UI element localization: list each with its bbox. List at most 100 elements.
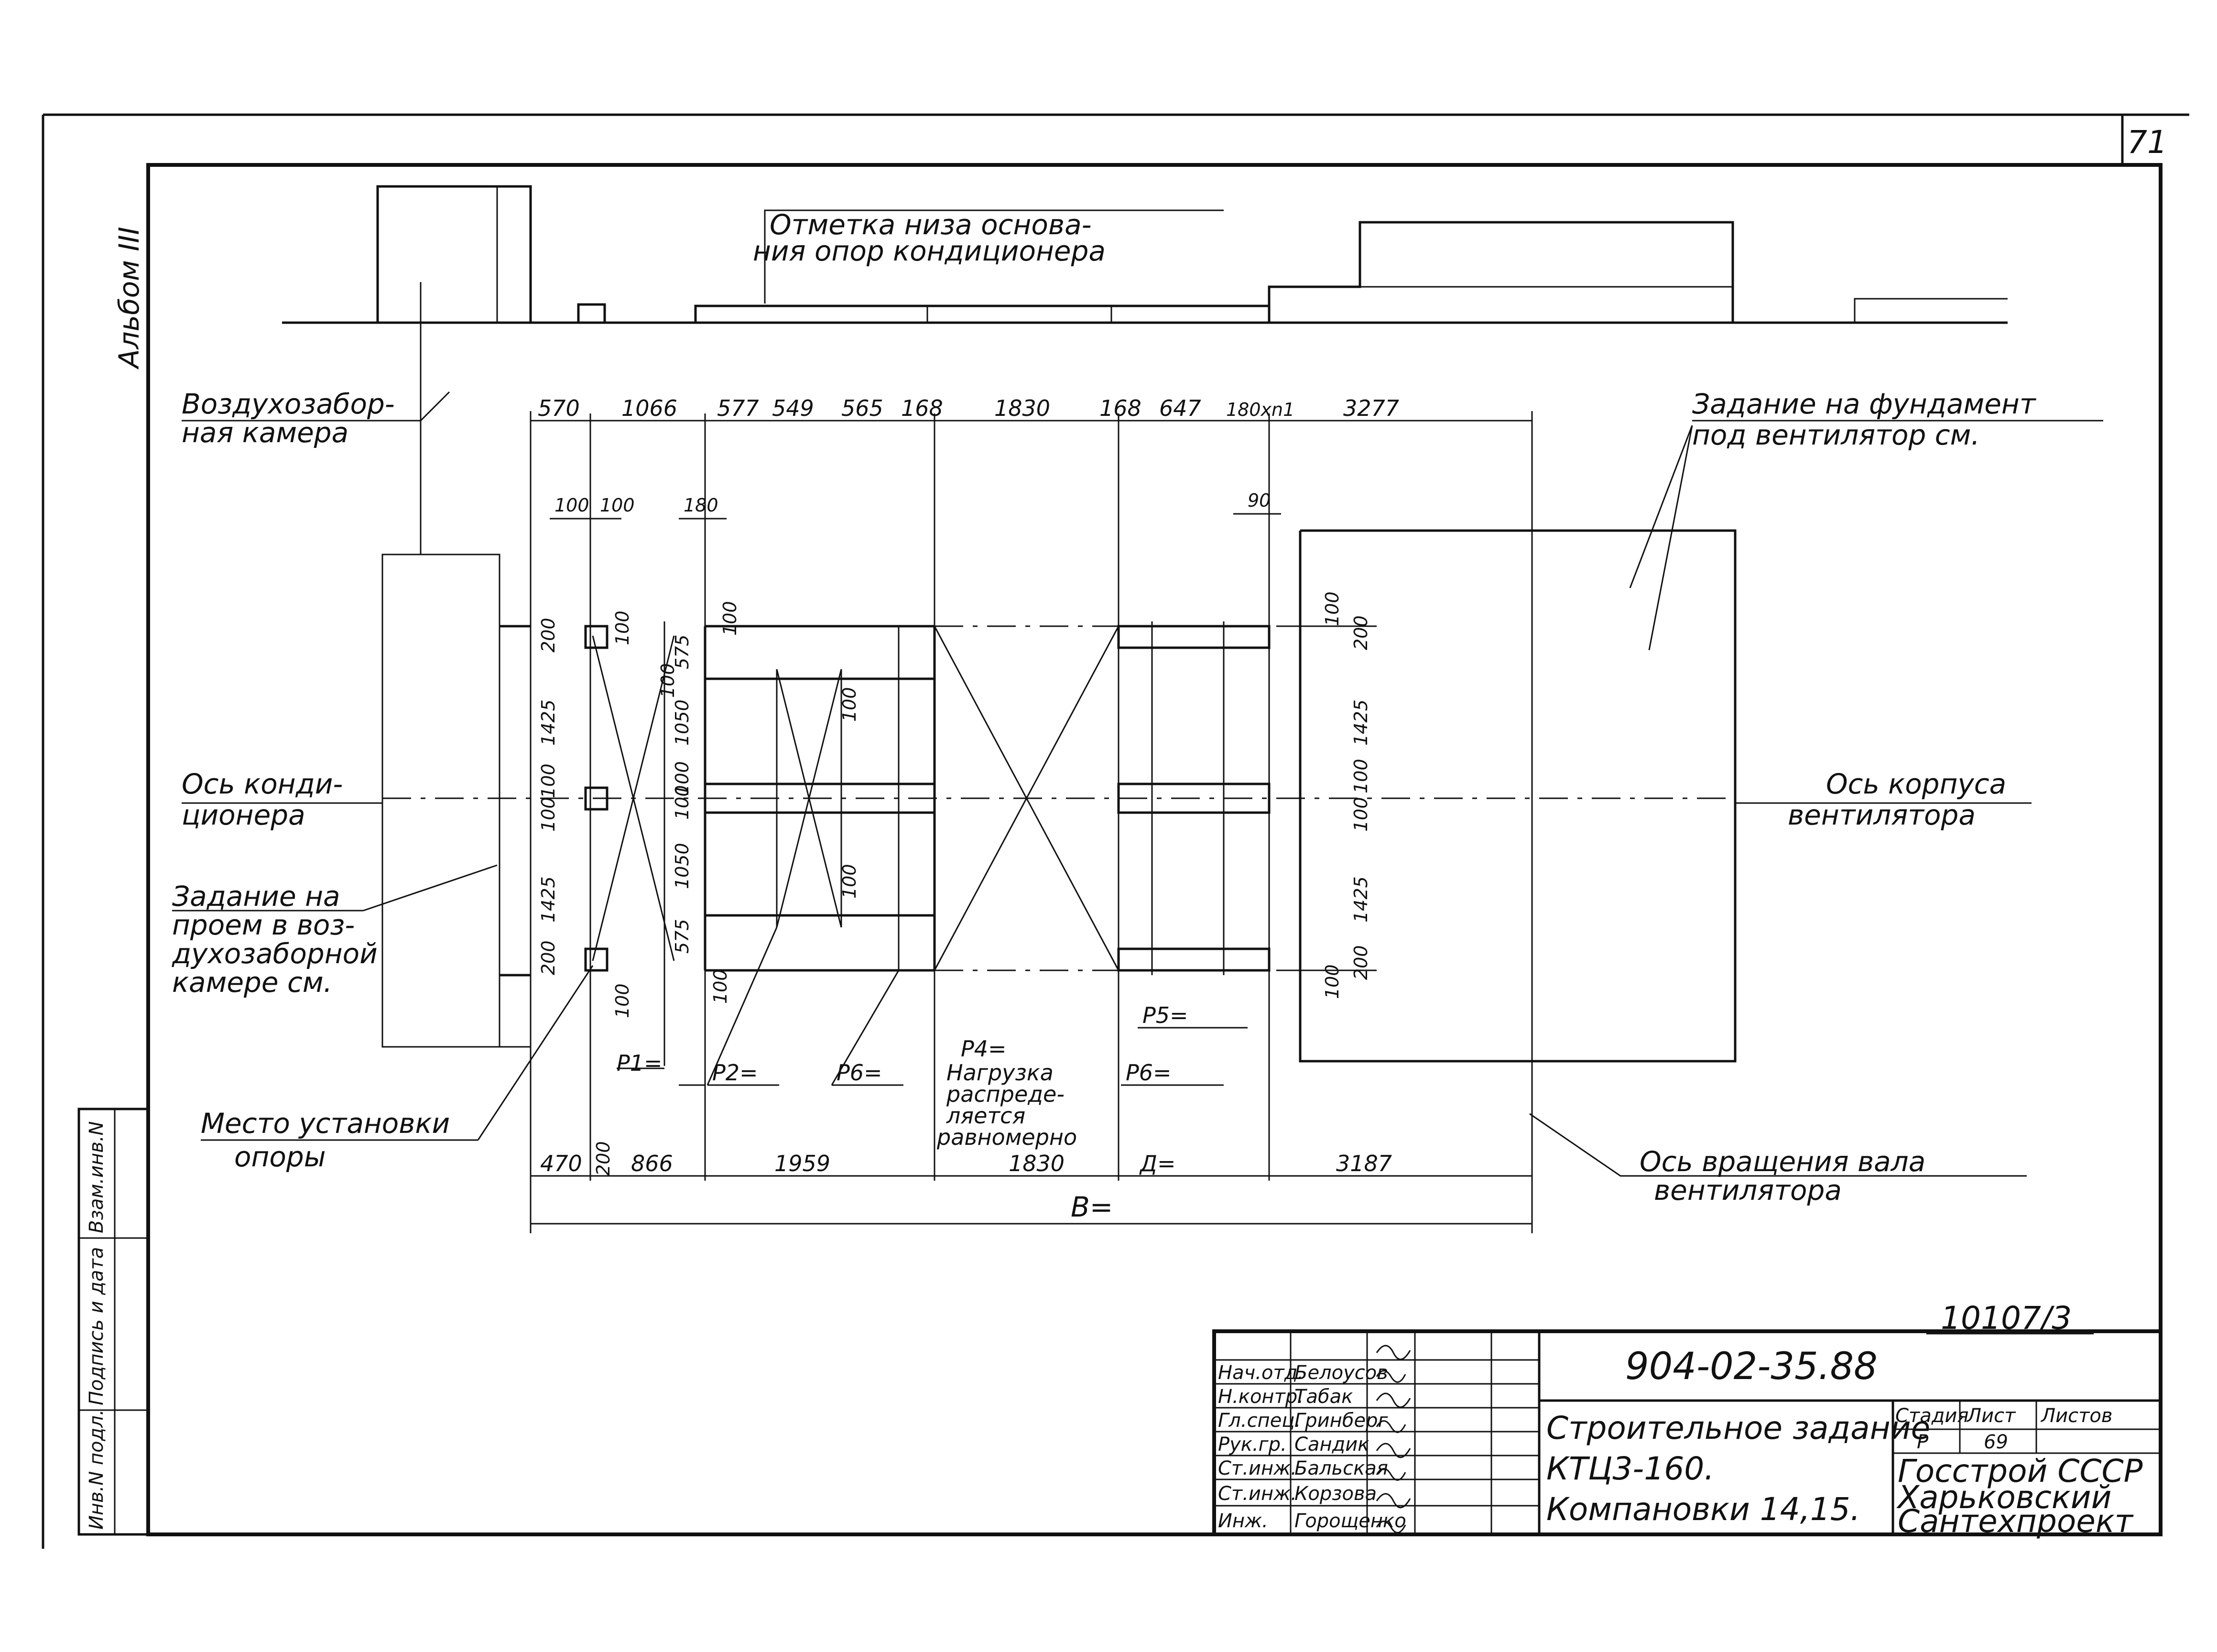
small-top-dimensions: 100 100 180 90 (550, 490, 1281, 520)
load-p2: P2= (712, 1060, 758, 1086)
fan-foundation-label: под вентилятор см. (1692, 419, 1980, 451)
org: Харьковский (1896, 1479, 2112, 1516)
load-note: распреде- (946, 1081, 1065, 1107)
axis-lines (182, 797, 2032, 804)
doc-title: КТЦ3-160. (1546, 1450, 1714, 1487)
load-p3: P6= (837, 1060, 882, 1086)
sheets-label: Листов (2040, 1405, 2112, 1427)
load-p6: P6= (1126, 1060, 1172, 1086)
title-block: Нач.отд. Белоусов Н.контр. Табак Гл.спец… (1212, 1329, 2163, 1540)
tb-role: Нач.отд. (1218, 1362, 1304, 1384)
dim-vert-left: 100 (538, 797, 559, 832)
tb-name: Бальская (1294, 1457, 1388, 1479)
dim-top: 168 (901, 395, 943, 421)
dim-small: 90 (1248, 490, 1271, 511)
dim-misc: 100 (1322, 591, 1343, 626)
opening-label: проем в воз- (172, 909, 355, 941)
sheet-label: Лист (1966, 1405, 2016, 1427)
dim-top: 577 (717, 395, 759, 421)
dim-vert-inner: 1050 (672, 699, 693, 746)
stage-label: Стадия (1895, 1405, 1968, 1427)
elevation-mark-label-1: Отметка низа основа- (770, 208, 1092, 241)
dim-vert-right: 100 (1350, 759, 1371, 793)
load-note: ляется (946, 1103, 1025, 1129)
opening-label: духозаборной (172, 937, 378, 970)
dim-top: 570 (538, 395, 580, 421)
tb-role: Ст.инж. (1218, 1457, 1297, 1479)
dim-vert-left: 200 (538, 940, 559, 975)
dim-misc: 100 (612, 610, 633, 645)
dim-top: 1830 (994, 395, 1050, 421)
elevation-mark: Отметка низа основа- ния опор кондиционе… (753, 208, 1224, 304)
dim-top: 1066 (621, 395, 677, 421)
load-p5: P5= (1142, 1002, 1188, 1028)
dim-top: 180xn1 (1226, 399, 1294, 420)
dim-misc: 100 (710, 969, 731, 1004)
dim-top: 549 (772, 395, 814, 421)
dim-vert-inner: 100 (672, 761, 693, 796)
load-note: равномерно (936, 1124, 1077, 1150)
dim-misc: 100 (1322, 964, 1343, 999)
fan-foundation (1276, 529, 1737, 1063)
opening-label: Задание на (172, 880, 340, 913)
tb-role: Ст.инж. (1218, 1483, 1297, 1505)
load-p4: P4= (961, 1036, 1007, 1062)
sheet-value: 69 (1984, 1431, 2008, 1453)
doc-title: Компановки 14,15. (1546, 1491, 1860, 1528)
org: Госстрой СССР (1898, 1453, 2143, 1489)
shaft-axis-label: вентилятора (1654, 1174, 1842, 1206)
bottom-dimensions: 470 200 866 1959 1830 Д= 3187 В= (540, 1141, 1392, 1223)
dim-vert-inner: 1050 (672, 843, 693, 889)
load-note: Нагрузка (946, 1060, 1054, 1086)
conditioner-axis-label: Ось конди- (182, 768, 343, 800)
org: Сантехпроект (1898, 1503, 2134, 1540)
dim-bottom: Д= (1139, 1151, 1175, 1176)
doc-title: Строительное задание (1546, 1410, 1930, 1446)
dim-small: 100 (600, 495, 635, 516)
dim-bottom: 3187 (1336, 1151, 1392, 1176)
elevation-section (282, 185, 2008, 324)
air-intake-chamber (381, 282, 531, 1048)
dim-vert-right: 1425 (1350, 876, 1371, 923)
dim-vert-left: 1425 (538, 876, 559, 923)
doc-code: 904-02-35.88 (1625, 1345, 1878, 1388)
dim-vert-right: 200 (1350, 615, 1371, 650)
air-intake-label: Воздухозабор- (182, 388, 395, 420)
tb-role: Инж. (1218, 1510, 1268, 1532)
tb-role: Н.контр. (1218, 1386, 1304, 1408)
dim-vert-inner: 100 (672, 785, 693, 820)
fan-axis-label: Ось корпуса (1826, 768, 2006, 800)
stamp-sign: Подпись и дата (86, 1247, 108, 1405)
support-place-label: опоры (234, 1141, 326, 1173)
sheet-frame (42, 113, 2189, 1549)
dim-misc: 100 (839, 687, 860, 722)
dim-misc: 100 (612, 983, 633, 1018)
dim-vert-left: 1425 (538, 699, 559, 746)
vertical-dimensions: 200 1425 100 100 1425 200 575 1050 100 1… (538, 591, 1371, 1018)
air-intake-label: ная камера (182, 416, 348, 449)
fan-foundation-label: Задание на фундамент (1692, 388, 2037, 420)
support-place-label: Место установки (201, 1107, 450, 1140)
dim-vert-inner: 575 (672, 634, 693, 669)
left-stamp: Инв.N подл. Подпись и дата Взам.инв.N (77, 1108, 150, 1536)
fan-axis-label: вентилятора (1788, 799, 1976, 831)
dim-vert-right: 200 (1350, 945, 1371, 980)
tb-name: Белоусов (1294, 1362, 1388, 1384)
dim-vert-left: 200 (538, 618, 559, 652)
dim-misc: 100 (657, 663, 678, 698)
dim-misc: 100 (719, 601, 740, 636)
annotation-labels: Воздухозабор- ная камера Задание на фунд… (172, 388, 2103, 1206)
dim-vert-right: 100 (1350, 797, 1371, 832)
dim-total: В= (1071, 1191, 1113, 1223)
dim-vert-left: 100 (538, 763, 559, 798)
dim-top: 168 (1099, 395, 1141, 421)
dim-small: 180 (684, 495, 718, 516)
elevation-mark-label-2: ния опор кондиционера (753, 235, 1106, 267)
album-label: Альбом III (113, 227, 145, 370)
tb-role: Рук.гр. (1218, 1434, 1287, 1456)
tb-name: Горощенко (1294, 1510, 1406, 1532)
stage-value: Р (1917, 1431, 1929, 1453)
dim-bottom: 1830 (1009, 1151, 1065, 1176)
dimension-lines (530, 411, 1533, 1233)
